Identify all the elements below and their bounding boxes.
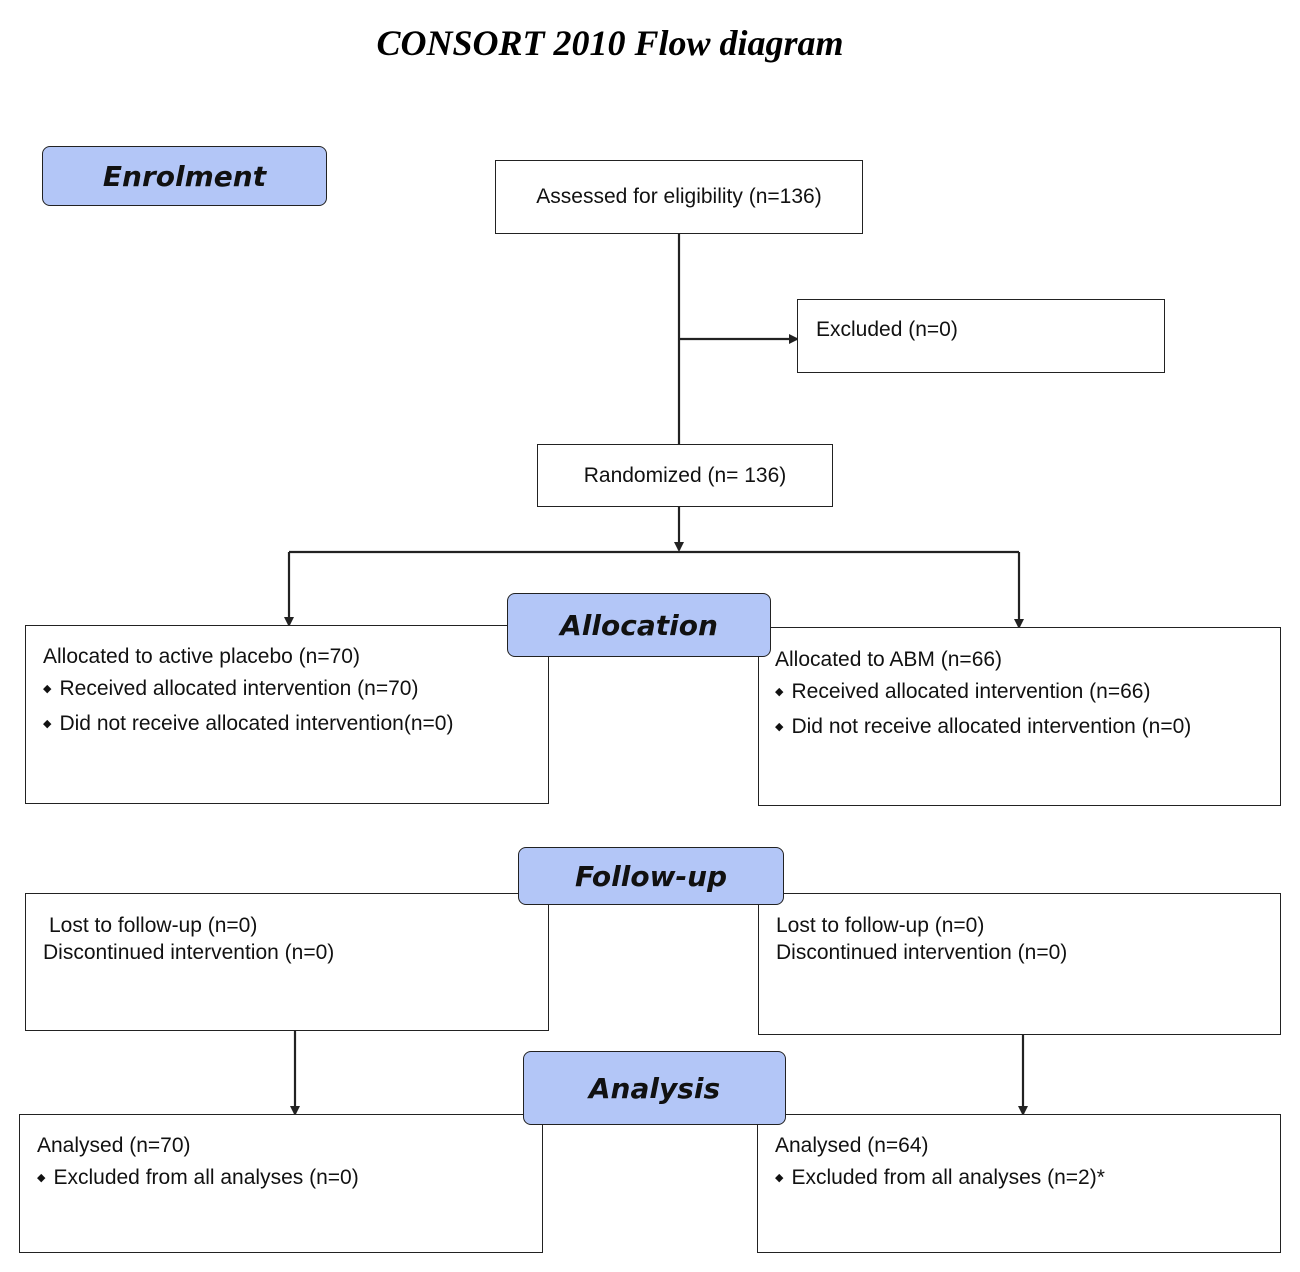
followup-right-lost: Lost to follow-up (n=0)	[776, 914, 985, 937]
assessed-text: Assessed for eligibility (n=136)	[536, 185, 822, 209]
allocation-right-received: Received allocated intervention (n=66)	[775, 678, 1280, 705]
analysis-right-excluded: Excluded from all analyses (n=2)*	[775, 1164, 1280, 1191]
analysis-left-box: Analysed (n=70) Excluded from all analys…	[19, 1114, 543, 1253]
followup-right-discontinued: Discontinued intervention (n=0)	[776, 941, 1068, 965]
followup-left-discontinued: Discontinued intervention (n=0)	[43, 941, 335, 965]
randomized-text: Randomized (n= 136)	[583, 463, 787, 487]
analysis-left-analysed: Analysed (n=70)	[37, 1134, 191, 1157]
stage-label-allocation: Allocation	[507, 593, 771, 657]
analysis-right-analysed: Analysed (n=64)	[775, 1134, 929, 1157]
analysis-left-excluded: Excluded from all analyses (n=0)	[37, 1164, 542, 1191]
allocation-right-box: Allocated to ABM (n=66) Received allocat…	[758, 627, 1281, 806]
allocation-left-box: Allocated to active placebo (n=70) Recei…	[25, 625, 549, 804]
diagram-title: CONSORT 2010 Flow diagram	[376, 23, 844, 63]
followup-left-box: Lost to follow-up (n=0) Discontinued int…	[25, 893, 549, 1031]
allocation-left-not-received: Did not receive allocated intervention(n…	[43, 710, 548, 737]
allocation-left-heading: Allocated to active placebo (n=70)	[43, 645, 360, 668]
allocation-right-not-received: Did not receive allocated intervention (…	[775, 713, 1280, 740]
assessed-box: Assessed for eligibility (n=136)	[495, 160, 863, 234]
stage-label-follow-up: Follow-up	[518, 847, 784, 905]
allocation-right-heading: Allocated to ABM (n=66)	[775, 648, 1003, 671]
excluded-text: Excluded (n=0)	[816, 318, 958, 341]
followup-right-box: Lost to follow-up (n=0) Discontinued int…	[758, 893, 1281, 1035]
allocation-left-received: Received allocated intervention (n=70)	[43, 675, 548, 702]
excluded-box: Excluded (n=0)	[797, 299, 1165, 373]
stage-label-enrolment: Enrolment	[42, 146, 327, 206]
stage-label-analysis: Analysis	[523, 1051, 786, 1125]
randomized-box: Randomized (n= 136)	[537, 444, 833, 507]
analysis-right-box: Analysed (n=64) Excluded from all analys…	[757, 1114, 1281, 1253]
followup-left-lost: Lost to follow-up (n=0)	[49, 914, 258, 937]
